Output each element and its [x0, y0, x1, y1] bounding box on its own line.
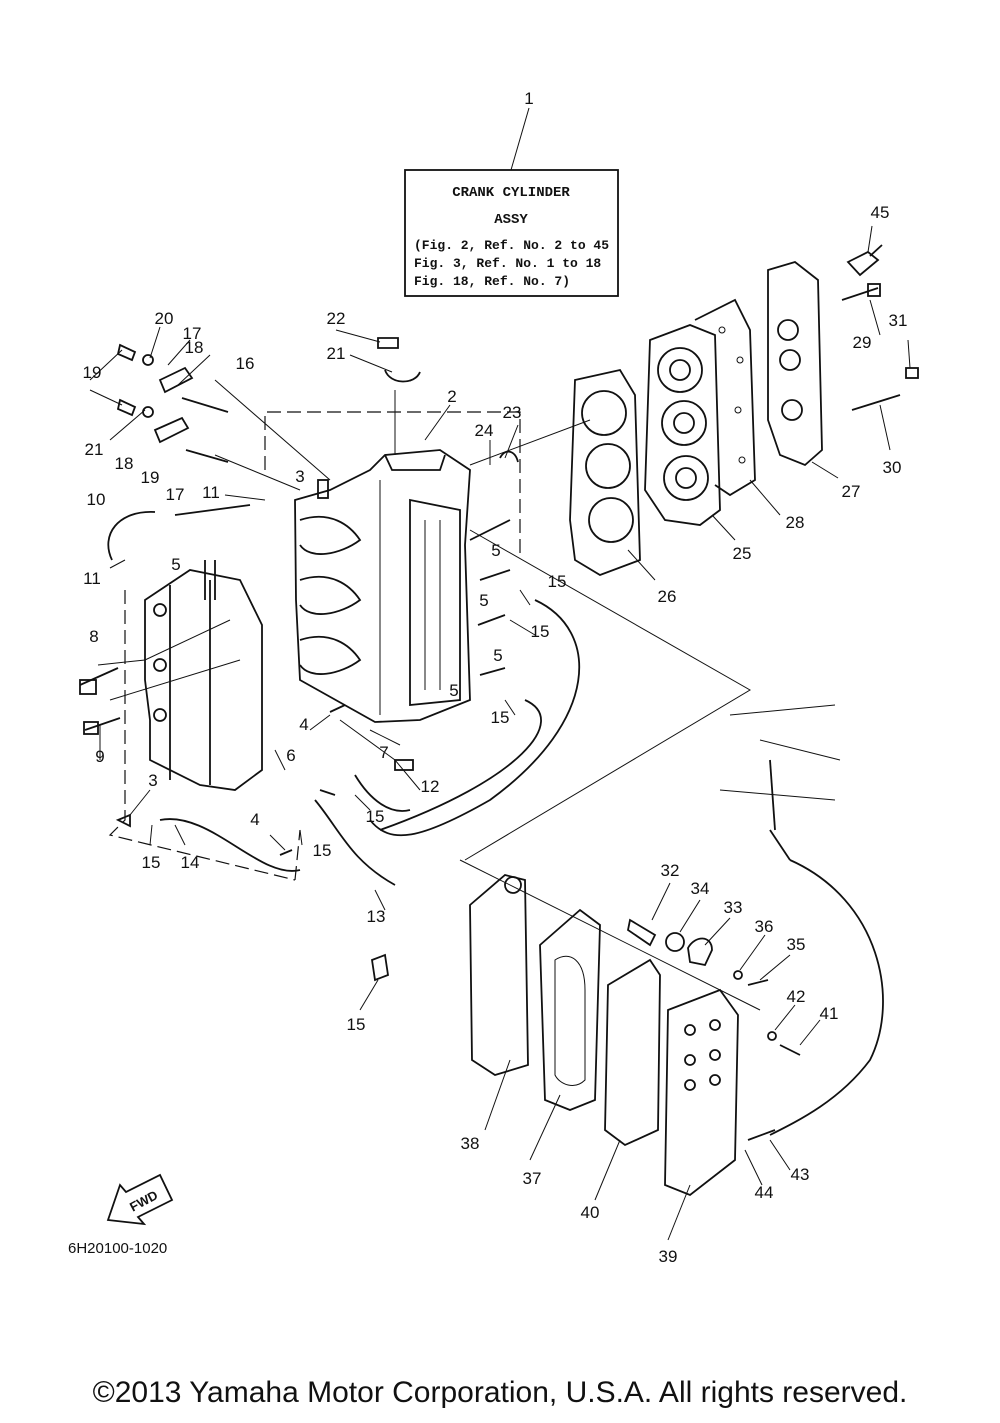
callout-15: 15	[142, 853, 161, 872]
assembly-ref-line-2: Fig. 3, Ref. No. 1 to 18	[414, 256, 601, 271]
callout-34: 34	[691, 879, 710, 898]
assembly-boundary	[108, 411, 521, 881]
crankcase-cover	[144, 560, 263, 791]
head-gasket	[569, 368, 641, 576]
callout-21: 21	[327, 344, 346, 363]
callout-5: 5	[479, 591, 488, 610]
callout-15: 15	[347, 1015, 366, 1034]
assembly-ref-line-3: Fig. 18, Ref. No. 7)	[414, 274, 570, 289]
callout-45: 45	[871, 203, 890, 222]
fasteners	[79, 337, 519, 982]
callout-24: 24	[475, 421, 494, 440]
callout-22: 22	[327, 309, 346, 328]
callout-46: 46	[0, 0, 9, 4]
callout-36: 36	[755, 917, 774, 936]
water-tube	[719, 704, 884, 1136]
callout-15: 15	[548, 572, 567, 591]
callout-23: 23	[503, 403, 522, 422]
cover-40	[664, 988, 739, 1197]
callout-5: 5	[449, 681, 458, 700]
assembly-info-box: CRANK CYLINDER ASSY (Fig. 2, Ref. No. 2 …	[404, 107, 619, 297]
callout-15: 15	[531, 622, 550, 641]
callout-21: 21	[85, 440, 104, 459]
callout-40: 40	[581, 1203, 600, 1222]
thermo-switch	[846, 244, 883, 277]
callout-5: 5	[491, 541, 500, 560]
assembly-title: CRANK CYLINDER	[452, 185, 570, 201]
callout-16: 16	[236, 354, 255, 373]
callout-43: 43	[791, 1165, 810, 1184]
callout-3: 3	[295, 467, 304, 486]
callout-37: 37	[523, 1169, 542, 1188]
callout-17: 17	[166, 485, 185, 504]
leader-lines	[89, 225, 911, 1241]
callout-2: 2	[447, 387, 456, 406]
callout-15: 15	[366, 807, 385, 826]
exhaust-plates	[469, 874, 739, 1197]
head-cover-gasket	[694, 298, 756, 497]
callout-8: 8	[89, 627, 98, 646]
callout-3: 3	[148, 771, 157, 790]
callout-7: 7	[379, 743, 388, 762]
callout-12: 12	[421, 777, 440, 796]
callout-15: 15	[313, 841, 332, 860]
callout-28: 28	[786, 513, 805, 532]
callout-31: 31	[889, 311, 908, 330]
head-bolts	[841, 283, 919, 411]
fittings	[627, 918, 801, 1056]
callout-26: 26	[658, 587, 677, 606]
callout-11: 11	[83, 569, 101, 588]
callout-41: 41	[820, 1004, 839, 1023]
callout-19: 19	[141, 468, 160, 487]
callout-42: 42	[787, 987, 806, 1006]
callout-1: 1	[524, 89, 533, 108]
hoses	[107, 504, 791, 1141]
callout-44: 44	[755, 1183, 774, 1202]
assembly-subtitle: ASSY	[494, 212, 528, 228]
callout-39: 39	[659, 1247, 678, 1266]
callout-35: 35	[787, 935, 806, 954]
fwd-label: FWD	[127, 1187, 160, 1214]
gasket-39	[469, 874, 529, 1076]
callout-29: 29	[853, 333, 872, 352]
copyright-notice: ©2013 Yamaha Motor Corporation, U.S.A. A…	[92, 1376, 908, 1409]
crankcase-block	[294, 449, 471, 723]
callout-32: 32	[661, 861, 680, 880]
callout-17: 17	[183, 324, 202, 343]
callout-13: 13	[367, 907, 386, 926]
callout-6: 6	[286, 746, 295, 765]
fwd-arrow-icon: FWD	[106, 1173, 174, 1226]
callout-30: 30	[883, 458, 902, 477]
plate-38	[539, 908, 601, 1111]
callout-18: 18	[115, 454, 134, 473]
callout-19: 19	[83, 363, 102, 382]
callout-38: 38	[461, 1134, 480, 1153]
callout-9: 9	[95, 747, 104, 766]
gasket-41	[604, 958, 661, 1147]
callout-10: 10	[87, 490, 106, 509]
assembly-ref-line-1: (Fig. 2, Ref. No. 2 to 45	[414, 238, 609, 253]
callout-33: 33	[724, 898, 743, 917]
callout-20: 20	[155, 309, 174, 328]
callout-14: 14	[181, 853, 200, 872]
head-cover	[767, 261, 823, 467]
cylinder-head	[644, 324, 721, 526]
callout-4: 4	[299, 715, 308, 734]
figure-code: 6H20100-1020	[68, 1240, 168, 1257]
callout-4: 4	[250, 810, 259, 829]
callout-15: 15	[491, 708, 510, 727]
callout-5: 5	[171, 555, 180, 574]
callout-25: 25	[733, 544, 752, 563]
callout-11: 11	[202, 483, 220, 502]
callout-18: 18	[185, 338, 204, 357]
callout-5: 5	[493, 646, 502, 665]
callout-27: 27	[842, 482, 861, 501]
